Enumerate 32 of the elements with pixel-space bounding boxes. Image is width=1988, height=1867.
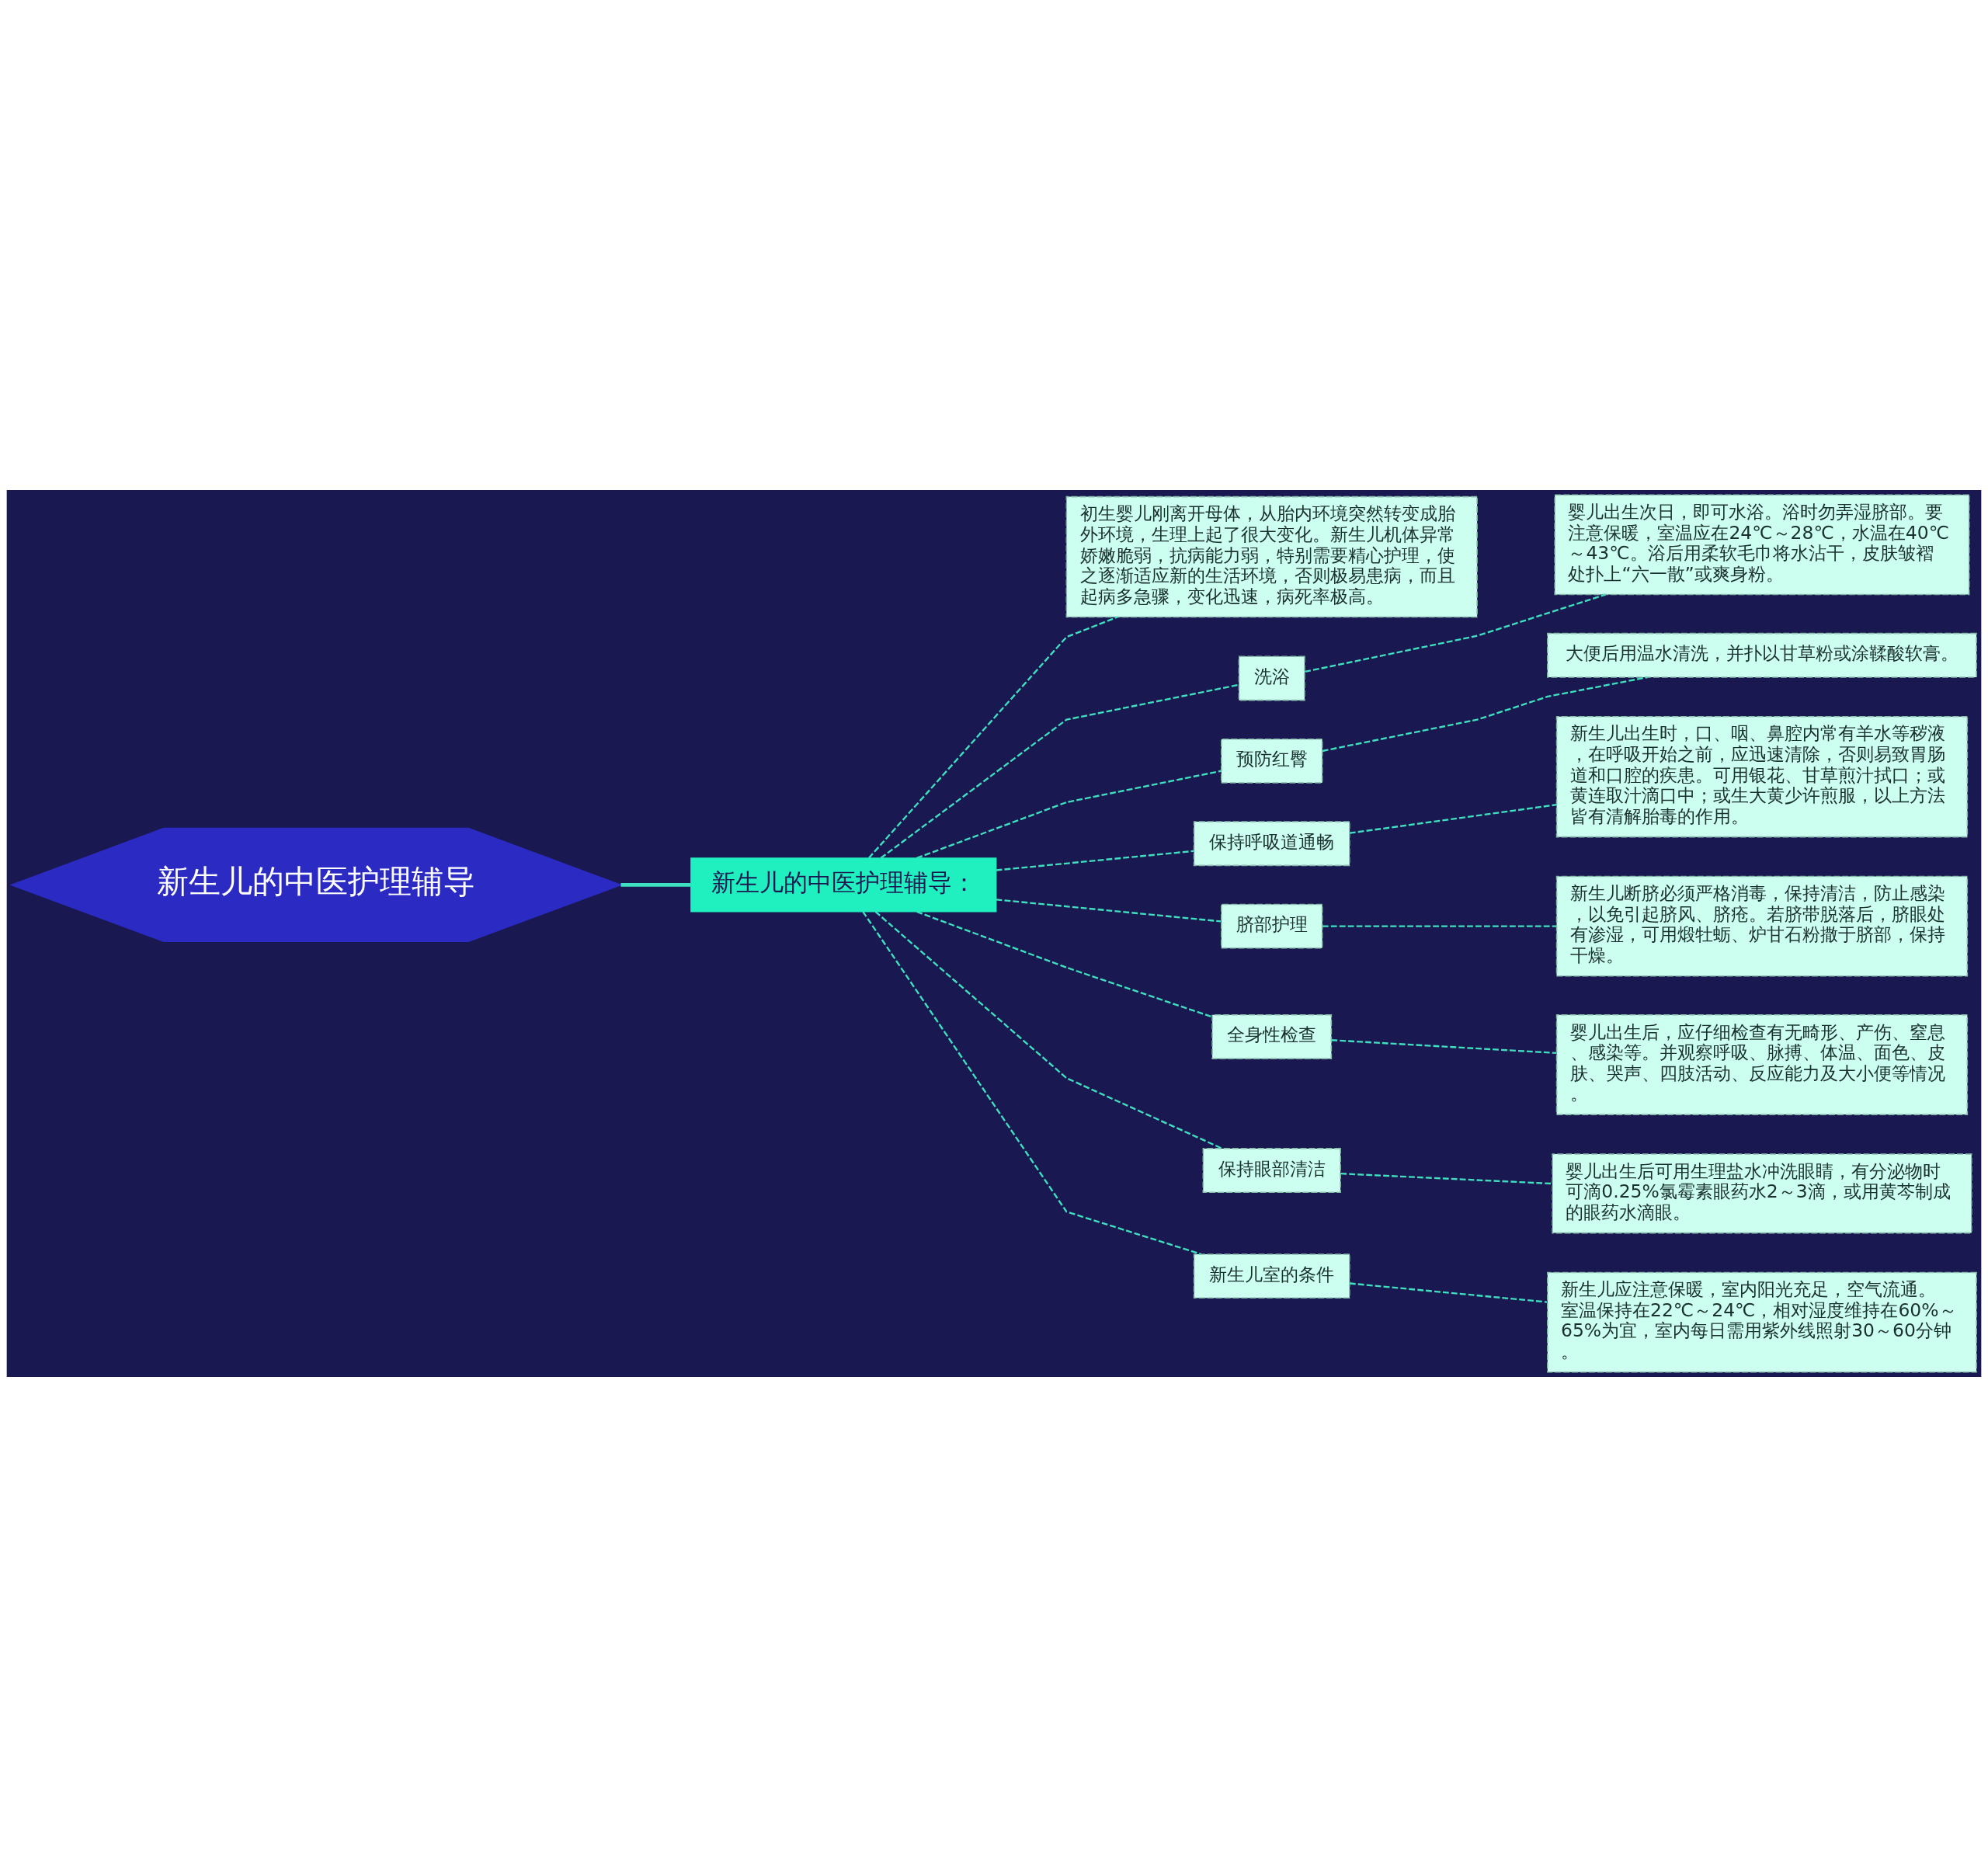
node-box: 初生婴儿刚离开母体，从胎内环境突然转变成胎外环境，生理上起了很大变化。新生儿机体异常娇嫩脆弱，抗病能力弱，特别需要精心护理，使之逐渐适应新的生活环境，否则极易患病，而且起病多急骤，变化迅速，病死率极高。 (1065, 495, 1478, 618)
connector (620, 883, 691, 887)
connector (1349, 804, 1557, 834)
connector (1350, 1282, 1548, 1303)
node-box: 保持眼部清洁 (1202, 1148, 1341, 1193)
connector (862, 911, 1201, 1255)
node-box: 洗浴 (1238, 655, 1305, 701)
connector (916, 910, 1213, 1018)
node-box: 新生儿出生时，口、咽、鼻腔内常有羊水等秽液，在呼吸开始之前，应迅速清除，否则易致胃肠道和口腔的疾患。可用银花、甘草煎汁拭口；或黄连取汁滴口中；或生大黄少许煎服，以上方法皆有清解胎毒的作用。 (1555, 716, 1969, 838)
connector (916, 770, 1222, 859)
connector (1305, 593, 1606, 673)
connector (996, 850, 1194, 871)
node-box: 新生儿室的条件 (1193, 1253, 1350, 1299)
connector (874, 911, 1223, 1149)
node-box: 新生儿断脐必须严格消毒，保持清洁，防止感染，以免引起脐风、脐疮。若脐带脱落后，脐眼处有渗湿，可用煅牡蛎、炉甘石粉撒于脐部，保持干燥。 (1555, 875, 1969, 977)
node-box: 脐部护理 (1221, 903, 1323, 949)
node-box: 新生儿的中医护理辅导： (690, 857, 997, 913)
node-box: 预防红臀 (1221, 738, 1323, 784)
node-box: 保持呼吸道通畅 (1193, 821, 1350, 867)
node-box: 婴儿出生后可用生理盐水冲洗眼睛，有分泌物时可滴0.25%氯霉素眼药水2～3滴，或用黄芩制成的眼药水滴眼。 (1552, 1153, 1972, 1234)
connector (1340, 1173, 1552, 1185)
connector (1322, 925, 1556, 927)
node-box: 婴儿出生次日，即可水浴。浴时勿弄湿脐部。要注意保暖，室温应在24℃～28℃，水温在40℃～43℃。浴后用柔软毛巾将水沾干，皮肤皱褶处扑上“六一散”或爽身粉。 (1554, 494, 1970, 596)
connector (996, 899, 1222, 923)
connector (880, 683, 1239, 859)
connector (1322, 676, 1648, 753)
connector (1331, 1039, 1557, 1055)
node-box: 全身性检查 (1211, 1014, 1333, 1059)
node-box: 大便后用温水清洗，并扑以甘草粉或涂鞣酸软膏。 (1547, 632, 1977, 678)
connector (868, 616, 1118, 859)
node-box: 婴儿出生后，应仔细检查有无畸形、产伤、窒息、感染等。并观察呼吸、脉搏、体温、面色、皮肤、哭声、四肢活动、反应能力及大小便等情况。 (1555, 1014, 1969, 1115)
node-box: 新生儿应注意保暖，室内阳光充足，空气流通。室温保持在22℃～24℃，相对湿度维持在60%～65%为宜，室内每日需用紫外线照射30～60分钟。 (1547, 1271, 1977, 1373)
